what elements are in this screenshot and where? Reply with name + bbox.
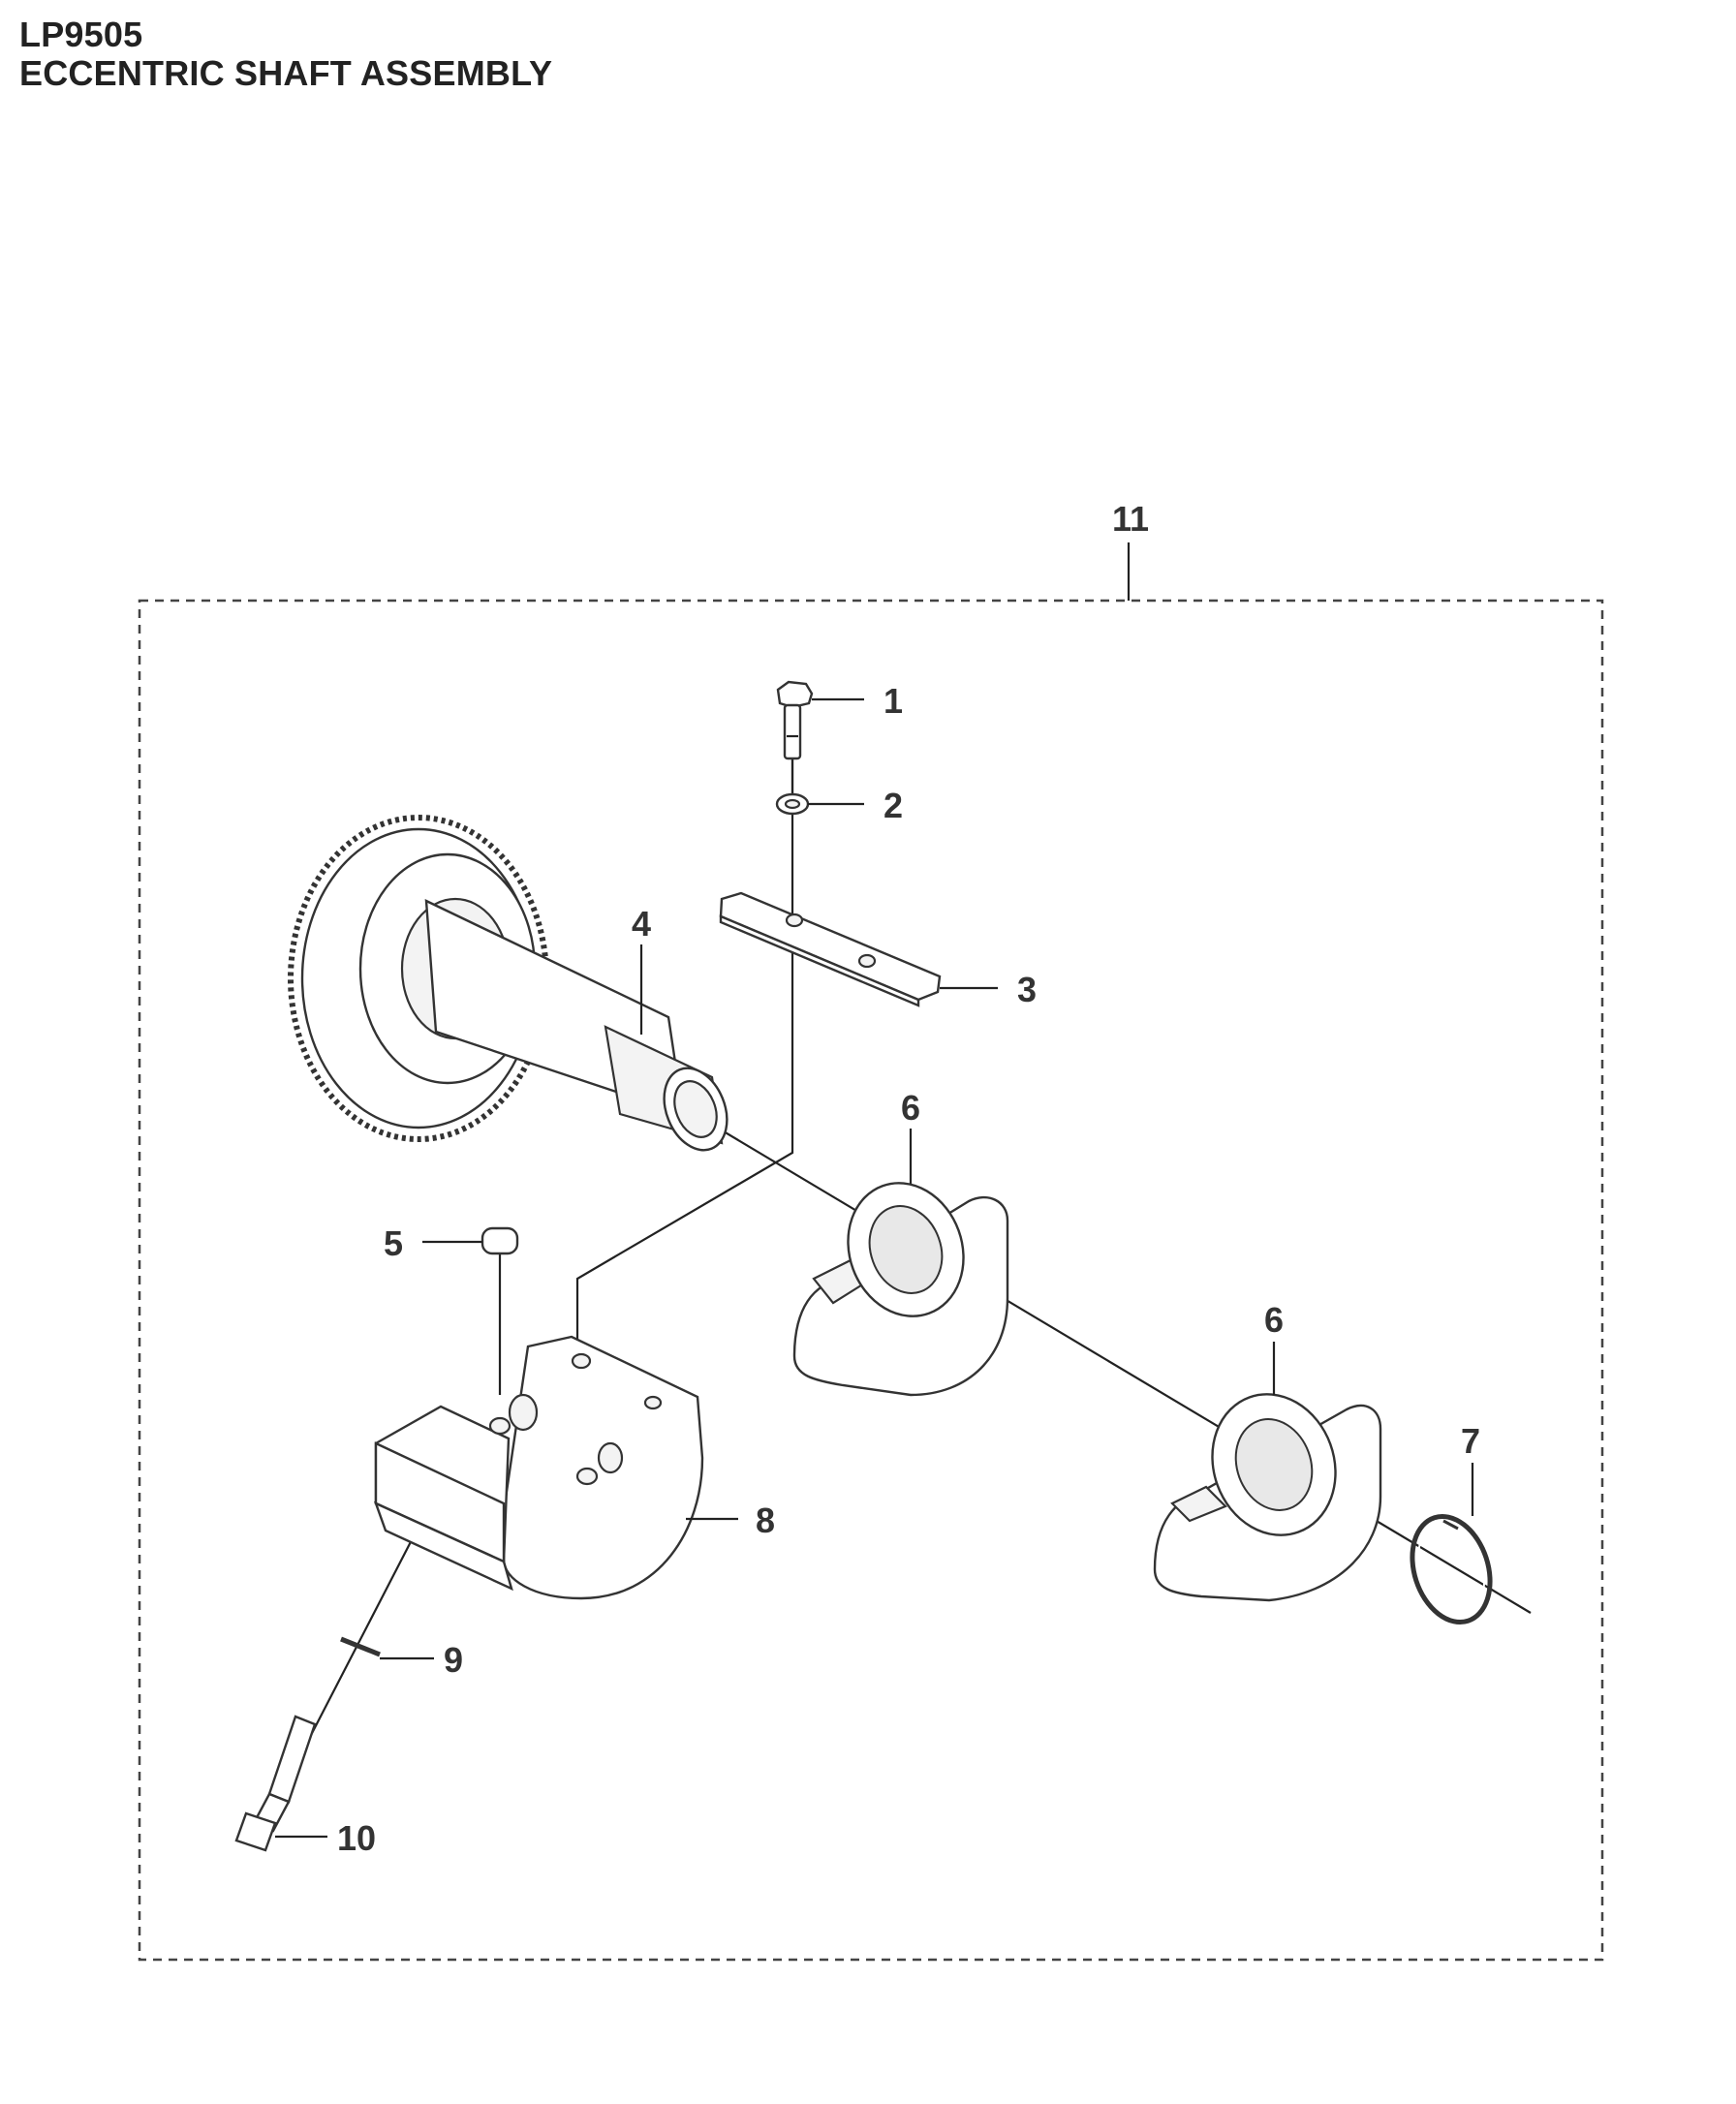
counterweight-block-part-8[interactable] — [373, 1335, 704, 1600]
diagram-model-number: LP9505 — [19, 15, 143, 54]
gear-shaft-part-4[interactable] — [288, 815, 738, 1160]
key-plate-part-3[interactable] — [719, 891, 942, 1007]
washer-part-9[interactable] — [340, 1636, 381, 1657]
assembly-boundary — [138, 599, 1604, 1962]
bolt-part-1[interactable] — [776, 680, 814, 760]
key-part-5[interactable] — [480, 1226, 519, 1255]
diagram-title: ECCENTRIC SHAFT ASSEMBLY — [19, 53, 553, 93]
washer-part-2[interactable] — [775, 792, 810, 816]
callout-3[interactable]: 3 — [1017, 970, 1037, 1009]
cap-screw-part-10[interactable] — [234, 1715, 317, 1852]
callout-6-upper[interactable]: 6 — [901, 1088, 920, 1128]
callout-5[interactable]: 5 — [384, 1223, 403, 1263]
callout-11[interactable]: 11 — [1112, 499, 1149, 539]
callout-10[interactable]: 10 — [337, 1818, 376, 1858]
callout-2[interactable]: 2 — [884, 786, 903, 825]
callout-4[interactable]: 4 — [632, 904, 651, 944]
callout-7[interactable]: 7 — [1461, 1421, 1480, 1461]
callout-1[interactable]: 1 — [884, 681, 903, 721]
callout-9[interactable]: 9 — [444, 1640, 463, 1680]
callout-8[interactable]: 8 — [756, 1501, 775, 1540]
callout-6-lower[interactable]: 6 — [1264, 1300, 1284, 1340]
counterweight-part-6-front[interactable] — [792, 1166, 1009, 1397]
counterweight-part-6-rear[interactable] — [1153, 1377, 1382, 1602]
retaining-ring-part-7[interactable] — [1400, 1506, 1504, 1632]
